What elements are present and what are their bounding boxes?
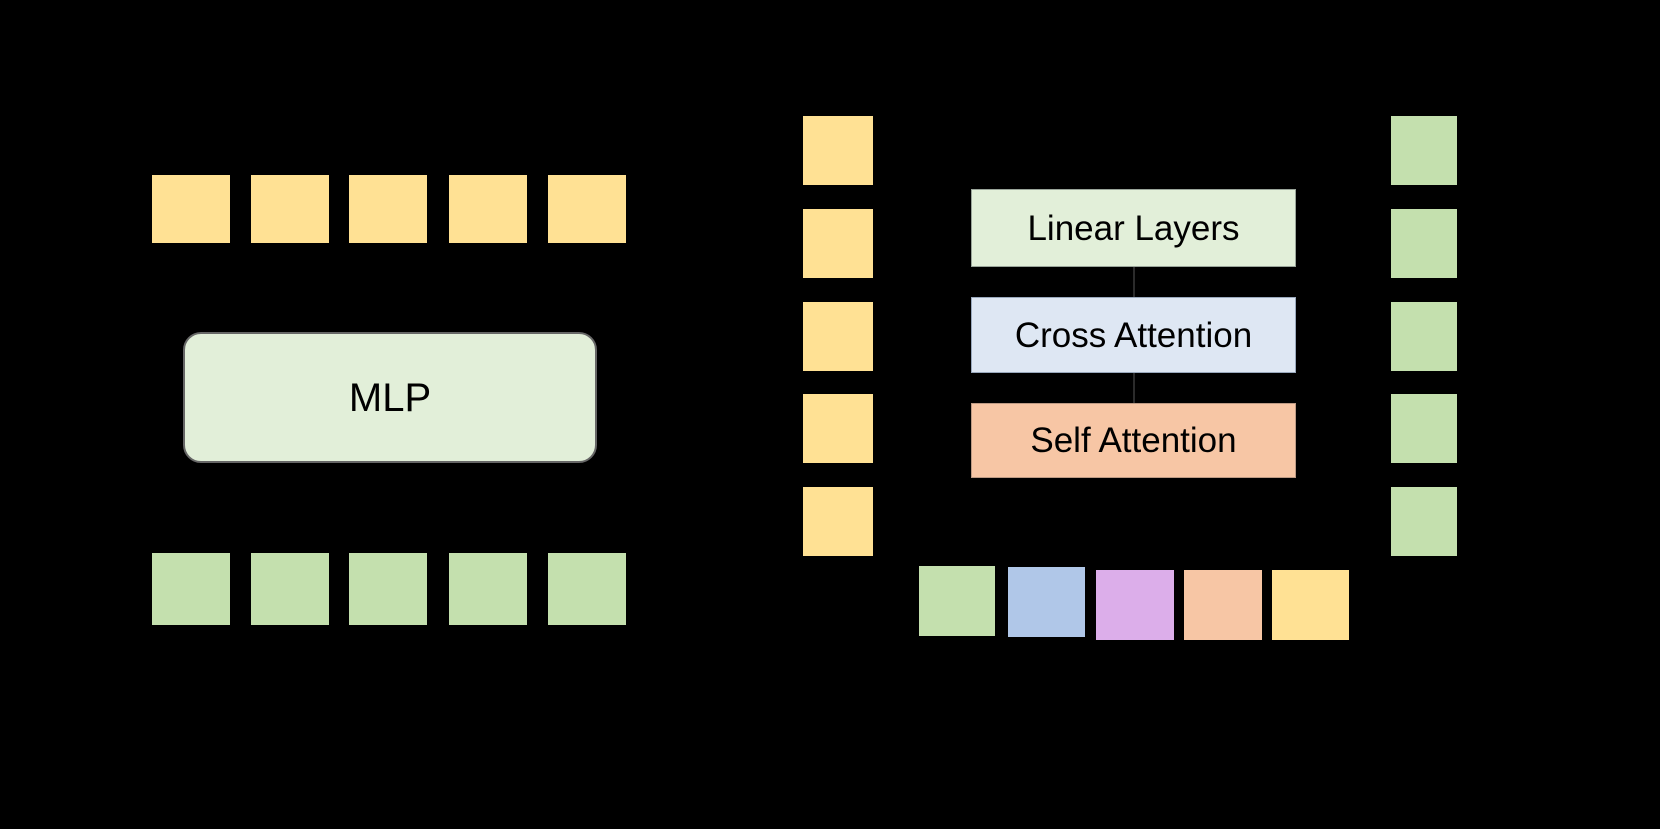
connector-cross-to-self <box>1133 372 1135 404</box>
panel-cross-attention-label: Cross Attention <box>1014 315 1253 355</box>
right-input-token-3 <box>803 302 873 371</box>
bottom-token-blue <box>1008 567 1085 637</box>
right-input-token-1 <box>803 116 873 185</box>
connector-linear-to-cross <box>1133 266 1135 298</box>
bottom-token-green <box>919 566 995 636</box>
left-input-token-5 <box>548 175 626 243</box>
panel-linear-layers[interactable]: Linear Layers <box>971 189 1296 267</box>
left-input-token-1 <box>152 175 230 243</box>
left-input-token-4 <box>449 175 527 243</box>
left-output-token-4 <box>449 553 527 625</box>
left-output-token-3 <box>349 553 427 625</box>
right-output-token-2 <box>1391 209 1457 278</box>
left-output-token-5 <box>548 553 626 625</box>
right-input-token-4 <box>803 394 873 463</box>
right-output-token-4 <box>1391 394 1457 463</box>
panel-cross-attention[interactable]: Cross Attention <box>971 297 1296 373</box>
bottom-token-purple <box>1096 570 1174 640</box>
left-input-token-2 <box>251 175 329 243</box>
panel-self-attention[interactable]: Self Attention <box>971 403 1296 478</box>
right-output-token-5 <box>1391 487 1457 556</box>
left-output-token-2 <box>251 553 329 625</box>
right-input-token-2 <box>803 209 873 278</box>
right-output-token-1 <box>1391 116 1457 185</box>
mlp-box[interactable]: MLP <box>183 332 597 463</box>
right-input-token-5 <box>803 487 873 556</box>
left-input-token-3 <box>349 175 427 243</box>
right-output-token-3 <box>1391 302 1457 371</box>
panel-linear-layers-label: Linear Layers <box>1027 208 1240 248</box>
bottom-token-yellow <box>1272 570 1349 640</box>
left-output-token-1 <box>152 553 230 625</box>
bottom-token-orange <box>1184 570 1262 640</box>
panel-self-attention-label: Self Attention <box>1030 421 1237 460</box>
mlp-label: MLP <box>348 375 432 420</box>
